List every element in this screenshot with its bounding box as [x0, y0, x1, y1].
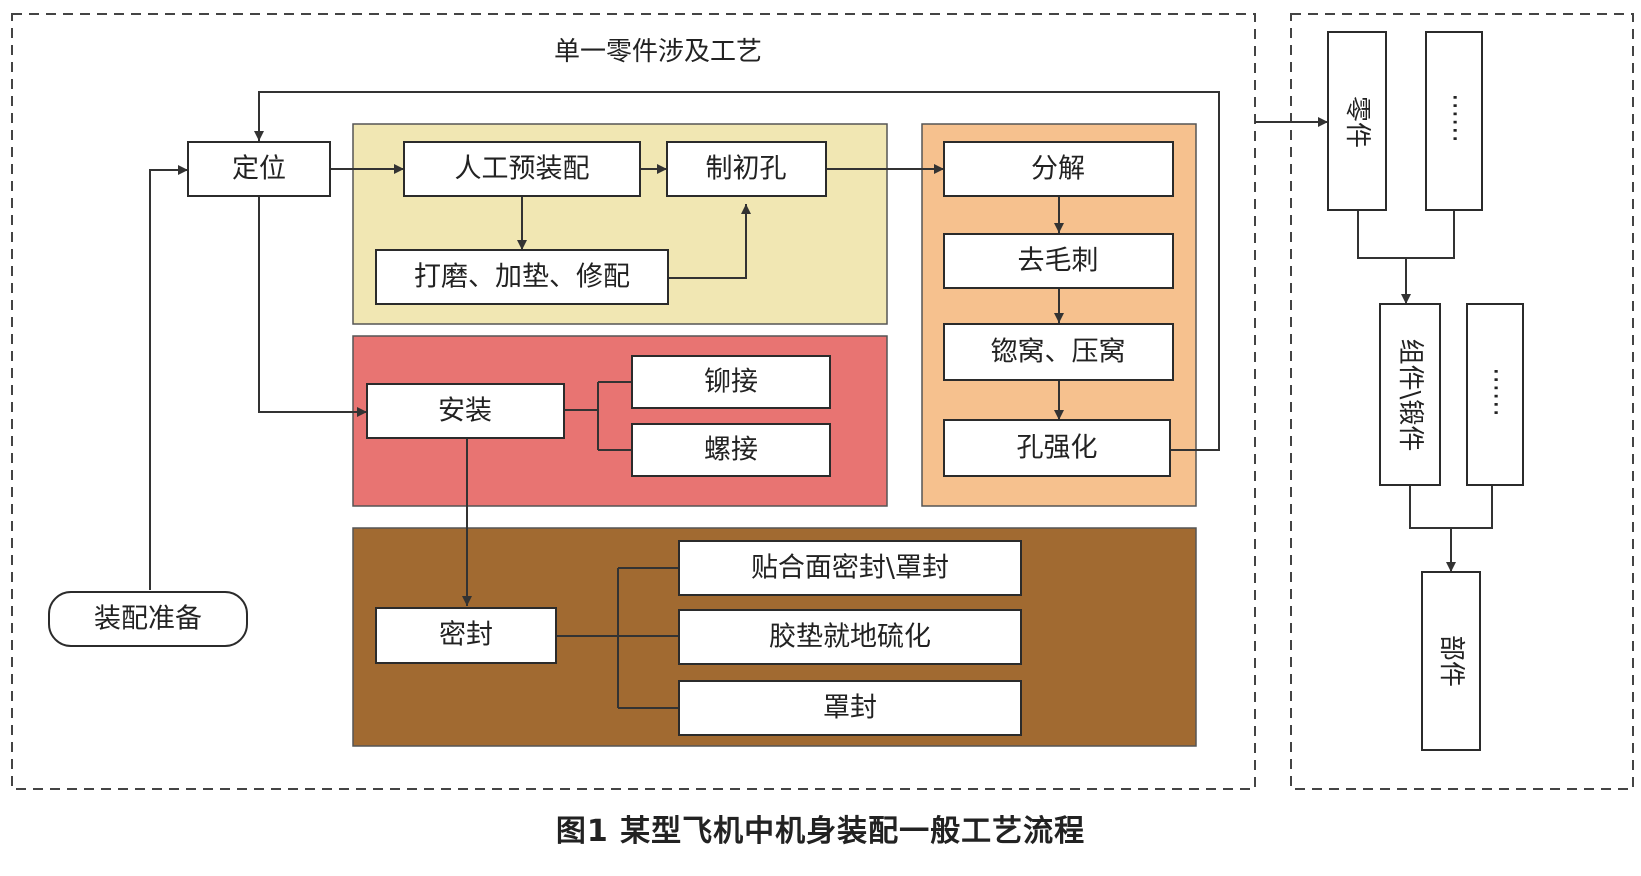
preassembly-label: 人工预装配 — [455, 154, 590, 185]
assembly-flow-diagram: 单一零件涉及工艺 — [11, 13, 1634, 790]
position-node — [187, 141, 331, 197]
countersink-node — [943, 323, 1174, 381]
bolt-label: 螺接 — [704, 435, 758, 466]
single-part-process-frame — [11, 13, 1256, 790]
hierarchy-frame — [1290, 13, 1634, 790]
figure-caption: 图1 某型飞机中机身装配一般工艺流程 — [555, 814, 1086, 849]
install-branch-connector — [564, 381, 632, 451]
prep-to-position-connector — [149, 165, 188, 590]
hole-strengthen-label: 孔强化 — [1017, 433, 1098, 464]
gasket-node — [678, 609, 1022, 665]
component-more-label: ······ — [1480, 367, 1510, 417]
hole-strengthen-node — [943, 419, 1171, 477]
rivet-label: 铆接 — [704, 367, 758, 398]
grind-node — [375, 249, 669, 305]
install-node — [366, 383, 565, 439]
seal-surface-node — [678, 540, 1022, 596]
seal-label: 密封 — [439, 620, 493, 651]
cap-seal-node — [678, 680, 1022, 736]
prep-label: 装配准备 — [94, 604, 202, 635]
disassemble-node — [943, 141, 1174, 197]
preassembly-node — [403, 141, 641, 197]
deburr-node — [943, 233, 1174, 289]
initial-hole-label: 制初孔 — [706, 154, 787, 185]
cap-seal-label: 罩封 — [823, 693, 877, 724]
prep-node — [48, 591, 248, 647]
part-more-label: ······ — [1439, 93, 1469, 143]
install-label: 安装 — [438, 396, 492, 427]
seal-node — [375, 607, 557, 664]
position-label: 定位 — [232, 154, 286, 185]
countersink-label: 锪窝、压窝 — [991, 337, 1126, 368]
assembly-node — [1421, 571, 1481, 751]
disassemble-label: 分解 — [1031, 154, 1085, 185]
component-node — [1379, 303, 1441, 486]
rivet-node — [631, 355, 831, 409]
seal-branch-connector — [556, 567, 679, 709]
position-to-install-connector — [258, 196, 367, 417]
gasket-label: 胶垫就地硫化 — [769, 622, 931, 653]
component-more-node — [1466, 303, 1524, 486]
deburr-label: 去毛刺 — [1018, 246, 1099, 277]
grind-label: 打磨、加垫、修配 — [414, 262, 630, 293]
loop-back-connector — [254, 91, 1220, 451]
bolt-node — [631, 423, 831, 477]
part-node — [1327, 31, 1387, 211]
part-more-node — [1425, 31, 1483, 211]
grind-to-hole-connector — [668, 204, 751, 279]
initial-hole-node — [666, 141, 827, 197]
assembly-label: 部件 — [1436, 635, 1466, 687]
diagram-title: 单一零件涉及工艺 — [554, 37, 762, 67]
part-label: 零件 — [1342, 96, 1372, 148]
component-merge-connector — [1409, 485, 1493, 572]
component-label: 组件\锻件 — [1395, 339, 1425, 452]
seal-surface-label: 贴合面密封\罩封 — [751, 553, 949, 584]
part-merge-connector — [1357, 210, 1455, 304]
